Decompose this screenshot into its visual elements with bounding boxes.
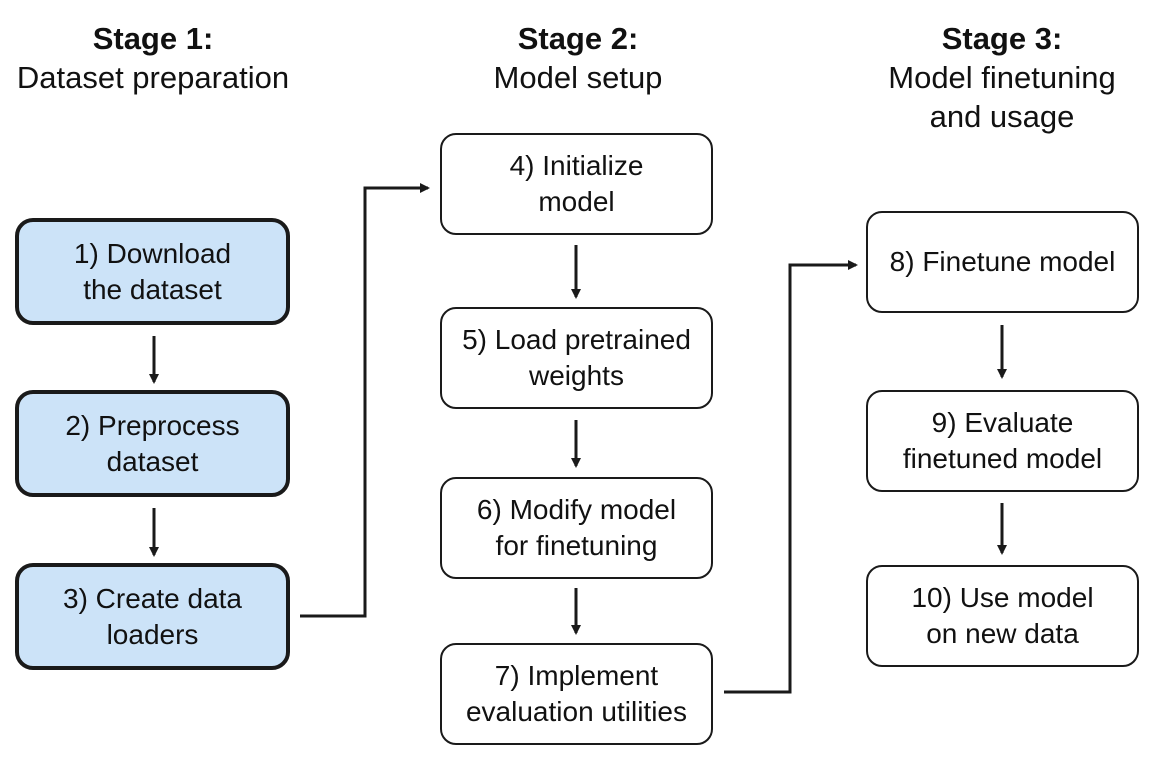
step-4-line-2: model	[538, 186, 615, 217]
step-6-line-2: for finetuning	[495, 530, 658, 561]
step-10-line-2: on new data	[926, 618, 1079, 649]
step-8-line-1: 8) Finetune model	[889, 246, 1116, 277]
step-5-load-pretrained-weights: 5) Load pretrained weights	[440, 307, 713, 409]
step-6-line-1: 6) Modify model	[476, 494, 677, 525]
step-1-line-2: the dataset	[83, 273, 222, 305]
stage-3-subtitle-line-2: and usage	[929, 99, 1075, 134]
step-3-create-data-loaders: 3) Create data loaders	[15, 563, 290, 670]
arrow-7-to-8	[724, 260, 858, 694]
step-2-preprocess-dataset: 2) Preprocess dataset	[15, 390, 290, 497]
step-3-line-2: loaders	[106, 618, 199, 650]
stage-1-subtitle-line-1: Dataset preparation	[16, 60, 290, 95]
step-10-use-model-on-new-data: 10) Use model on new data	[866, 565, 1139, 667]
step-9-line-2: finetuned model	[902, 443, 1103, 474]
step-7-line-1: 7) Implement	[494, 660, 659, 691]
stage-1-heading: Stage 1: Dataset preparation	[0, 19, 306, 97]
step-3-line-1: 3) Create data	[63, 582, 242, 614]
stage-2-heading: Stage 2: Model setup	[430, 19, 726, 97]
step-1-line-1: 1) Download	[73, 237, 232, 269]
stage-2-subtitle-line-1: Model setup	[493, 60, 663, 95]
step-5-line-1: 5) Load pretrained	[462, 324, 691, 355]
step-6-modify-model: 6) Modify model for finetuning	[440, 477, 713, 579]
step-4-line-1: 4) Initialize	[509, 150, 644, 181]
step-4-initialize-model: 4) Initialize model	[440, 133, 713, 235]
step-7-implement-evaluation-utilities: 7) Implement evaluation utilities	[440, 643, 713, 745]
stage-3-subtitle-line-1: Model finetuning	[888, 60, 1116, 95]
stage-2-title: Stage 2:	[517, 21, 639, 56]
step-2-line-1: 2) Preprocess	[65, 409, 240, 441]
stage-3-heading: Stage 3: Model finetuning and usage	[852, 19, 1152, 136]
step-8-finetune-model: 8) Finetune model	[866, 211, 1139, 313]
step-9-line-1: 9) Evaluate	[931, 407, 1074, 438]
stage-1-title: Stage 1:	[92, 21, 214, 56]
step-2-line-2: dataset	[106, 445, 199, 477]
step-5-line-2: weights	[529, 360, 624, 391]
step-1-download-dataset: 1) Download the dataset	[15, 218, 290, 325]
stage-3-title: Stage 3:	[941, 21, 1063, 56]
step-7-line-2: evaluation utilities	[465, 696, 688, 727]
arrow-3-to-4	[300, 183, 430, 618]
step-10-line-1: 10) Use model	[911, 582, 1094, 613]
step-9-evaluate-finetuned-model: 9) Evaluate finetuned model	[866, 390, 1139, 492]
